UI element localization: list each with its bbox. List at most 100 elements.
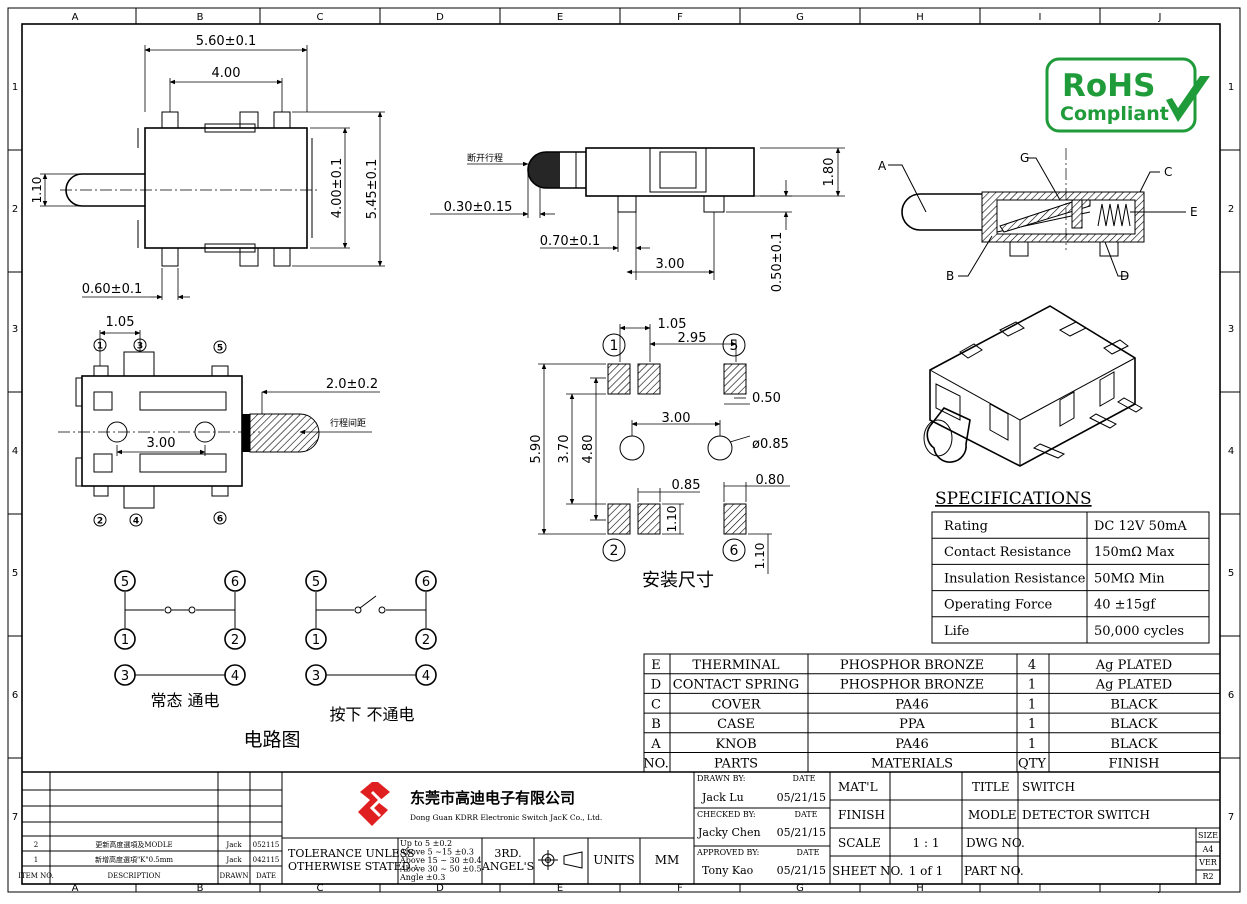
bom-qty: 1	[1028, 717, 1036, 732]
bom-material: MATERIALS	[871, 757, 953, 772]
pin-label-4: 4	[133, 517, 139, 527]
bom-qty: 1	[1028, 697, 1036, 712]
angle-label-1: 3RD.	[494, 847, 521, 860]
bom-part: THERMINAL	[692, 658, 779, 673]
label-part-b: B	[946, 269, 954, 283]
spec-key: Life	[944, 624, 970, 639]
bom-qty: QTY	[1018, 757, 1046, 772]
bom-no: E	[651, 658, 661, 673]
grid-col-top-B: B	[197, 12, 204, 23]
bom-no: C	[651, 697, 661, 712]
circuit-node-2: 2	[422, 633, 430, 648]
circuit-node-6: 6	[231, 575, 239, 590]
grid-col-top-D: D	[436, 12, 444, 23]
checked-by-label: CHECKED BY:	[697, 810, 756, 819]
node-circle	[224, 664, 246, 686]
pin-circle	[213, 511, 227, 525]
grid-col-bottom-I: I	[1039, 883, 1042, 894]
pin-circle	[602, 538, 626, 562]
pin-circle	[129, 513, 143, 527]
rev-item: ITEM NO.	[18, 872, 54, 880]
dim-side-pin-h: 0.50±0.1	[770, 232, 785, 293]
dim-h-body: 4.00±0.1	[330, 158, 345, 219]
fp-pin-label-6: 6	[730, 543, 739, 559]
bom-part: PARTS	[714, 757, 758, 772]
sheet-border	[7, 7, 1241, 893]
grid-row-left-6: 6	[12, 690, 18, 701]
bom-finish: BLACK	[1110, 737, 1158, 752]
grid-row-right-2: 2	[1228, 204, 1234, 215]
bom-finish: FINISH	[1109, 757, 1160, 772]
dim-bottom-d1: 1.05	[106, 315, 135, 330]
travel-note: 行程间距	[330, 417, 366, 429]
tolerance-line: Angle ±0.3	[399, 873, 445, 882]
drawn-by-name: Jack Lu	[701, 791, 744, 804]
circuit-title: 电路图	[243, 729, 300, 751]
grid-row-right-1: 1	[1228, 82, 1234, 93]
bom-qty: 1	[1028, 737, 1036, 752]
grid-col-top-E: E	[557, 12, 563, 23]
circuit-normal-label: 常态 通电	[150, 691, 219, 710]
grid-col-top-G: G	[796, 12, 804, 23]
circuit-node-4: 4	[231, 669, 239, 684]
part-label: PART NO.	[964, 864, 1024, 878]
pin-label-3: 3	[137, 342, 143, 352]
bom-no: B	[651, 717, 661, 732]
fp-pin-label-2: 2	[610, 543, 619, 559]
label-part-a: A	[878, 159, 887, 173]
grid-col-top-J: J	[1158, 12, 1162, 23]
node-circle	[305, 570, 327, 592]
grid-col-bottom-D: D	[436, 883, 444, 894]
spec-value: 150mΩ Max	[1094, 545, 1175, 560]
rev-date: DATE	[256, 872, 276, 880]
approved-by-name: Tony Kao	[702, 864, 754, 877]
title-value: SWITCH	[1022, 780, 1075, 794]
bom-finish: Ag PLATED	[1095, 678, 1172, 693]
dim-side-h: 1.80	[822, 158, 837, 187]
dim-fp-hole: ø0.85	[752, 437, 789, 452]
label-part-e: E	[1190, 205, 1198, 219]
dim-fp-d6: 0.80	[756, 473, 785, 488]
bom-material: PA46	[895, 737, 928, 752]
grid-col-bottom-A: A	[72, 883, 79, 894]
pin-label-5: 5	[217, 344, 223, 354]
matl-label: MAT'L	[838, 780, 878, 794]
top-view: 5.60±0.1 4.00 4.00±0.1 5.45±0.1 1.10 0.6…	[30, 34, 385, 300]
node-circle	[415, 570, 437, 592]
grid-row-left-5: 5	[12, 568, 18, 579]
dim-w-inner: 4.00	[212, 66, 241, 81]
fp-pin-label-5: 5	[730, 338, 739, 354]
dim-fp-h5: 1.10	[753, 543, 767, 570]
size-value: A4	[1202, 845, 1214, 854]
pin-circle	[722, 538, 746, 562]
grid-row-right-5: 5	[1228, 568, 1234, 579]
title-label: TITLE	[972, 780, 1009, 794]
size-label: SIZE	[1198, 831, 1218, 840]
rev-drawn: Jack	[225, 841, 242, 849]
ver-label: VER	[1198, 858, 1218, 867]
grid-col-bottom-C: C	[317, 883, 324, 894]
dim-fp-d2: 2.95	[678, 331, 707, 346]
grid-col-bottom-B: B	[197, 883, 204, 894]
bom-no: D	[651, 678, 661, 693]
spec-key: Contact Resistance	[944, 545, 1071, 560]
dim-side-pitch: 3.00	[656, 257, 685, 272]
bom-material: PHOSPHOR BRONZE	[840, 678, 984, 693]
pin-circle	[93, 338, 107, 352]
dim-fp-h1: 5.90	[529, 435, 544, 464]
bom-finish: BLACK	[1110, 697, 1158, 712]
rev-desc: DESCRIPTION	[108, 872, 161, 880]
checked-date-label: DATE	[795, 810, 818, 819]
dim-fp-d1: 1.05	[658, 317, 687, 332]
grid-row-right-4: 4	[1228, 446, 1234, 457]
side-note: 断开行程	[467, 152, 503, 164]
bom-finish: BLACK	[1110, 717, 1158, 732]
bom-part: COVER	[711, 697, 761, 712]
circuit-node-2: 2	[231, 633, 239, 648]
grid-row-right-7: 7	[1228, 812, 1234, 823]
circuit-pressed-label: 按下 不通电	[329, 705, 414, 724]
fp-pin-label-1: 1	[610, 338, 619, 354]
circuit-node-1: 1	[121, 633, 129, 648]
